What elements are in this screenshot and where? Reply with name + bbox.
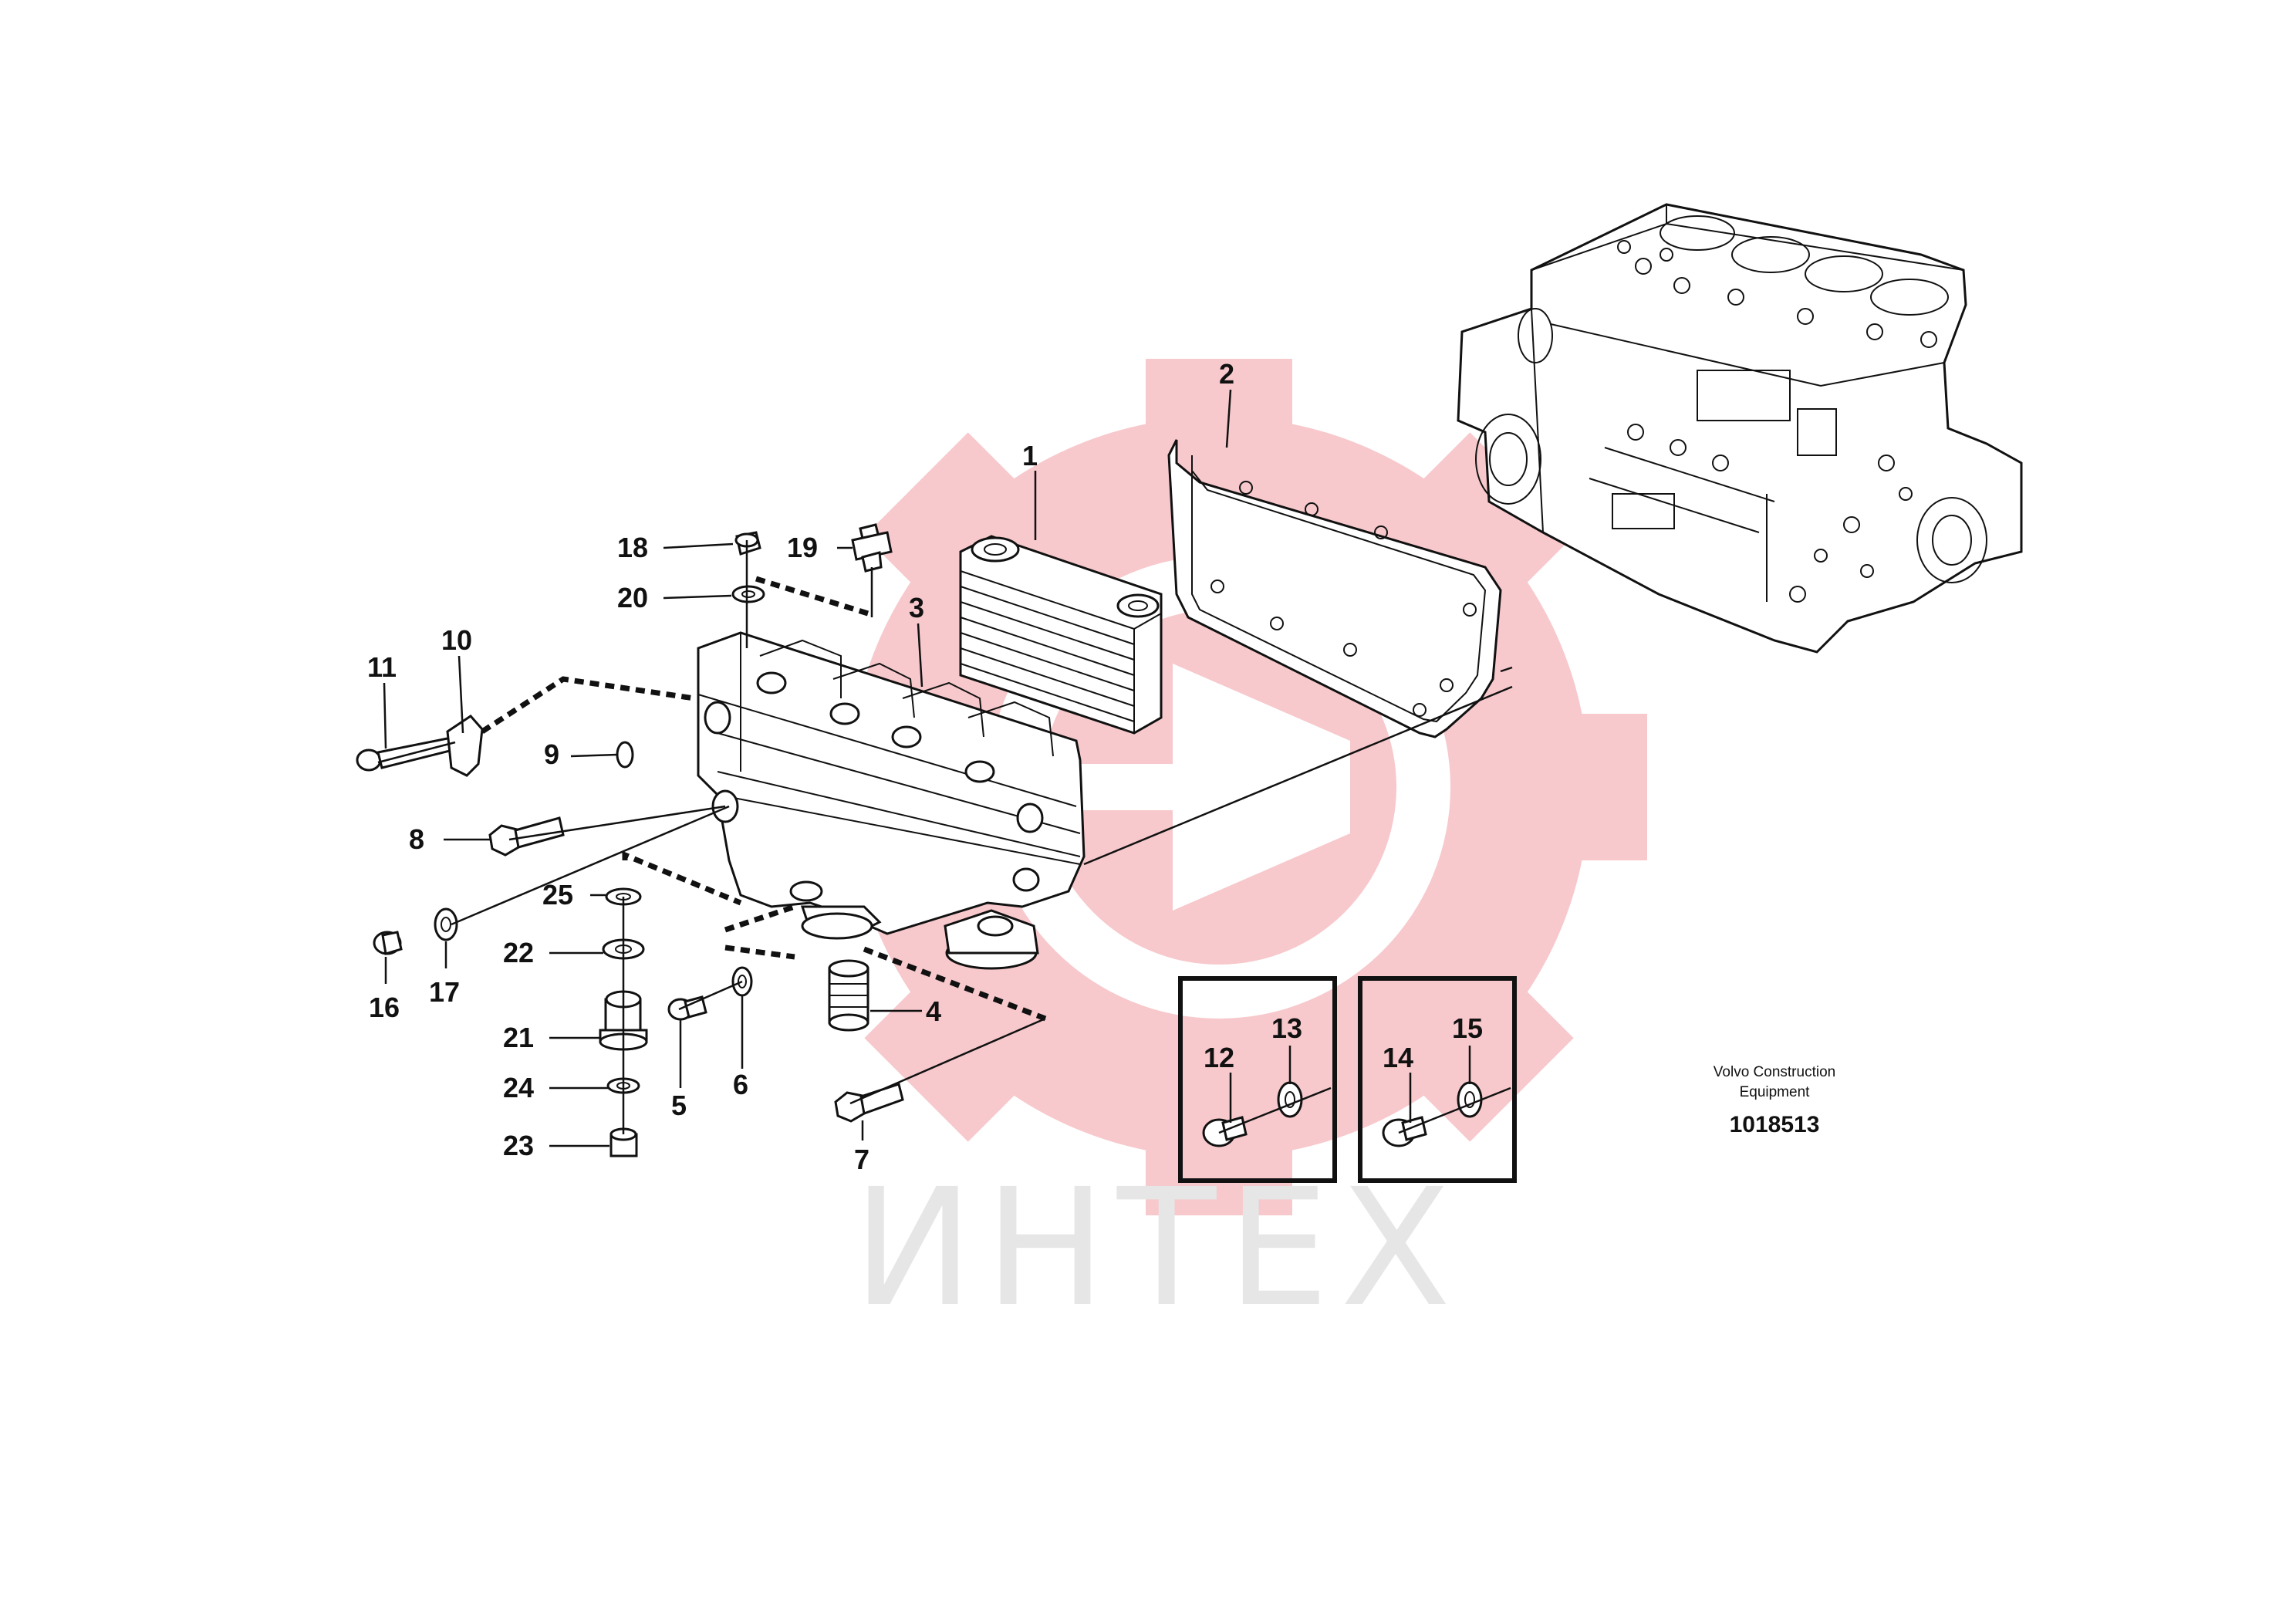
callout-3: 3 bbox=[909, 592, 924, 623]
callout-7: 7 bbox=[854, 1144, 869, 1175]
engine-block bbox=[1457, 203, 2023, 654]
caption-company-line2: Equipment bbox=[1740, 1084, 1811, 1100]
assembly-lines bbox=[377, 540, 1513, 1134]
callout-5: 5 bbox=[671, 1090, 687, 1121]
callout-9: 9 bbox=[544, 738, 559, 770]
callout-17: 17 bbox=[429, 976, 460, 1008]
callout-25: 25 bbox=[542, 879, 573, 911]
washer-13 bbox=[1277, 1081, 1303, 1118]
detail-box-12-13 bbox=[1178, 976, 1337, 1183]
bolt-18 bbox=[734, 531, 761, 556]
fitting-19 bbox=[851, 523, 893, 573]
callout-8: 8 bbox=[409, 823, 424, 855]
callout-10: 10 bbox=[441, 624, 472, 656]
callouts: 1 2 3 4 5 6 7 8 9 10 11 12 13 14 15 16 1… bbox=[367, 358, 1483, 1175]
callout-22: 22 bbox=[503, 937, 534, 968]
bolt-7 bbox=[834, 1083, 904, 1123]
dashed-assembly-lines bbox=[481, 576, 1047, 1022]
washer-17 bbox=[434, 907, 458, 941]
callout-23: 23 bbox=[503, 1130, 534, 1161]
detail-box-14-15 bbox=[1358, 976, 1517, 1183]
gasket bbox=[1167, 439, 1502, 738]
o-ring-9 bbox=[616, 741, 634, 769]
callout-13: 13 bbox=[1271, 1012, 1302, 1044]
plug-16 bbox=[373, 931, 403, 955]
callout-1: 1 bbox=[1022, 440, 1038, 471]
callout-20: 20 bbox=[617, 582, 648, 613]
callout-12: 12 bbox=[1204, 1042, 1234, 1073]
document-number: 1018513 bbox=[1730, 1112, 1820, 1137]
oil-cooler-housing bbox=[697, 631, 1086, 970]
oil-cooler-element bbox=[959, 535, 1163, 735]
callout-11: 11 bbox=[367, 651, 397, 683]
callout-leaders bbox=[383, 389, 1471, 1147]
plug-14 bbox=[1382, 1116, 1427, 1147]
cover-plate-10 bbox=[446, 715, 484, 777]
callout-2: 2 bbox=[1219, 358, 1234, 390]
callout-19: 19 bbox=[787, 532, 818, 563]
washer-20 bbox=[731, 585, 765, 603]
callout-15: 15 bbox=[1452, 1012, 1483, 1044]
washer-15 bbox=[1457, 1081, 1483, 1118]
sleeve-4 bbox=[828, 959, 869, 1032]
bolt-8 bbox=[488, 816, 565, 857]
bolt-11 bbox=[356, 735, 461, 772]
caption-company: Volvo Construction bbox=[1714, 1064, 1835, 1080]
callout-4: 4 bbox=[926, 995, 941, 1027]
watermark-text: ИНТЕХ bbox=[853, 1154, 1462, 1343]
callout-24: 24 bbox=[503, 1072, 534, 1103]
callout-6: 6 bbox=[733, 1069, 748, 1100]
callout-14: 14 bbox=[1383, 1042, 1413, 1073]
callout-21: 21 bbox=[503, 1022, 534, 1053]
callout-18: 18 bbox=[617, 532, 648, 563]
callout-16: 16 bbox=[369, 992, 400, 1023]
